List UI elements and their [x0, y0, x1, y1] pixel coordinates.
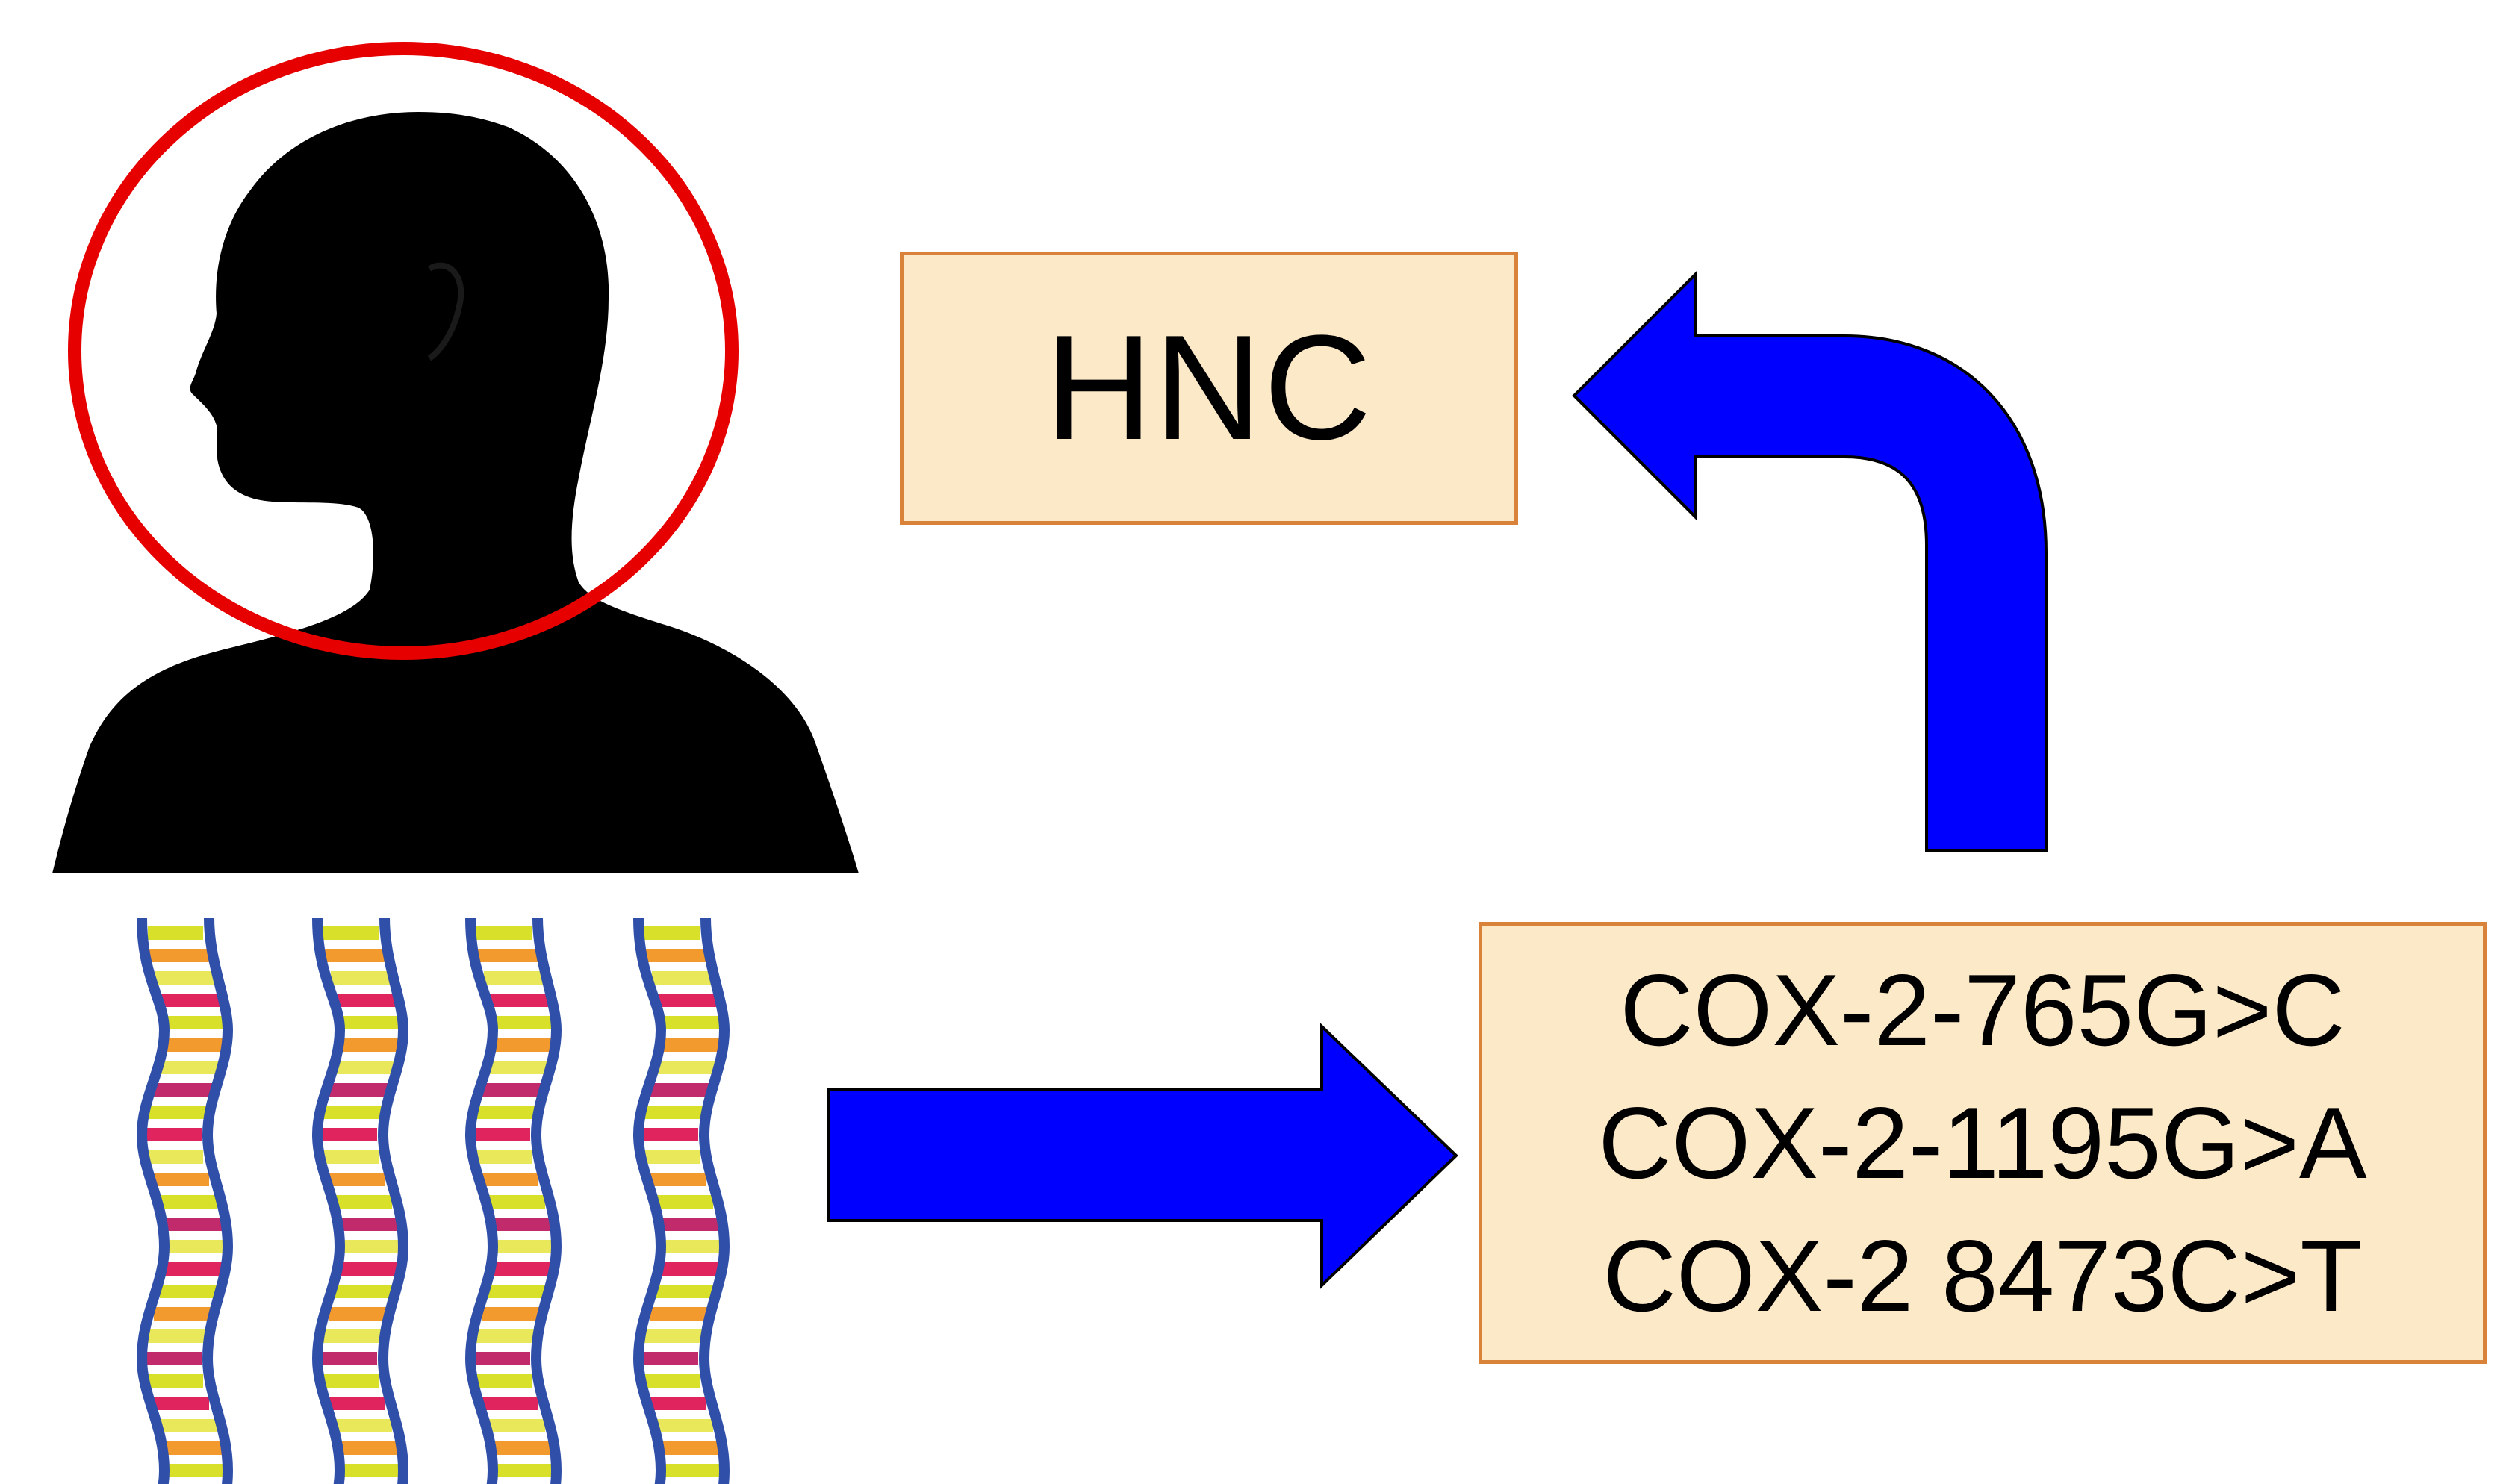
snp-item: COX-2-765G>C [1620, 953, 2345, 1067]
arrow-right-icon [827, 1023, 1458, 1289]
dna-helix-icon-1 [142, 918, 228, 1484]
hnc-label: HNC [1045, 305, 1373, 471]
hnc-box: HNC [900, 252, 1518, 525]
dna-helix-icon-2 [317, 918, 403, 1484]
dna-helix-icon-3 [470, 918, 556, 1484]
person-silhouette-icon [52, 112, 859, 873]
dna-helix-icon-4 [638, 918, 724, 1484]
snp-box: COX-2-765G>C COX-2-1195G>A COX-2 8473C>T [1479, 922, 2487, 1364]
head-highlight-circle [68, 42, 739, 660]
arrow-up-left-icon [1572, 271, 2048, 852]
snp-item: COX-2-1195G>A [1598, 1086, 2367, 1200]
snp-item: COX-2 8473C>T [1602, 1219, 2363, 1332]
